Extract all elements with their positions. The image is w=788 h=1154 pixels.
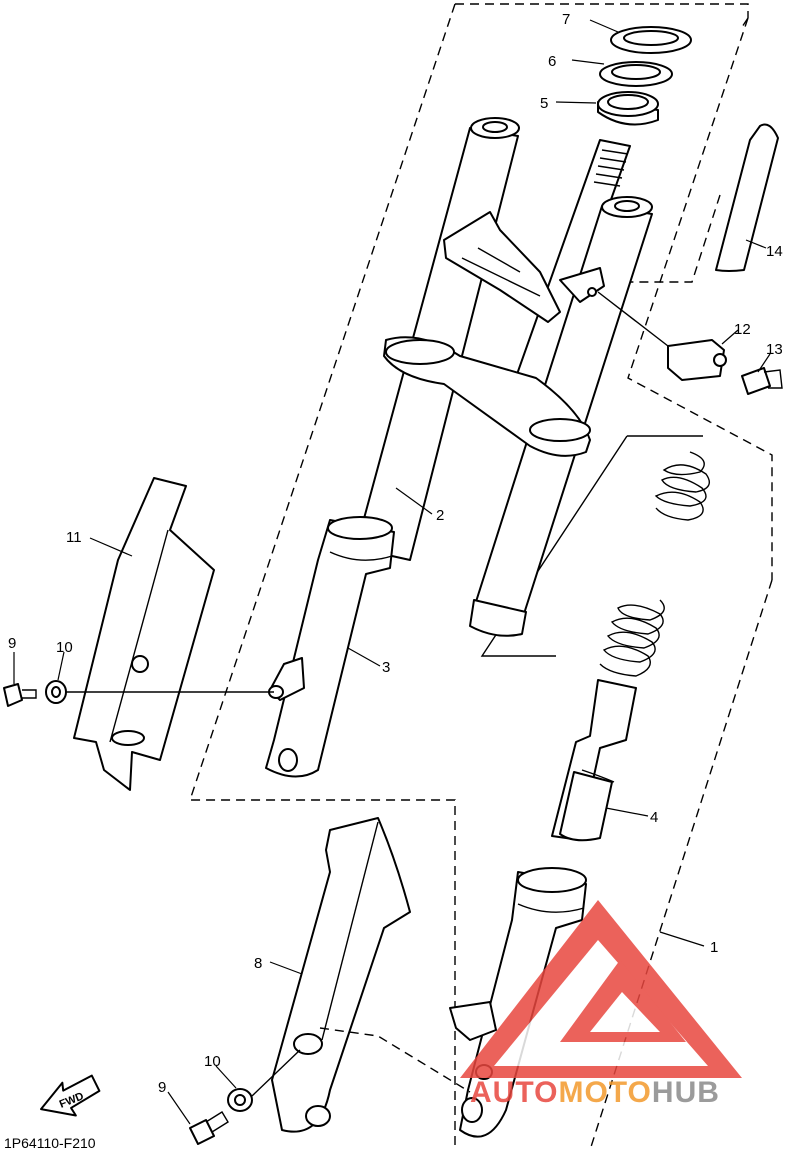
collar-10-lower — [227, 1088, 253, 1112]
callout-9-lower: 9 — [158, 1079, 166, 1096]
callout-9-upper: 9 — [8, 635, 16, 652]
inner-tube-2-left — [355, 117, 520, 561]
svg-text:AUTOMOTOHUB: AUTOMOTOHUB — [470, 1076, 720, 1109]
bolt-13 — [741, 367, 783, 395]
callout-7: 7 — [562, 11, 570, 28]
callout-4: 4 — [650, 809, 658, 826]
lower-bracket — [383, 336, 591, 457]
diagram-code: 1P64110-F210 — [4, 1135, 96, 1151]
bolt-9-lower — [189, 1111, 229, 1145]
clamp-12 — [667, 339, 727, 381]
callout-6: 6 — [548, 53, 556, 70]
watermark-suffix: HUB — [652, 1076, 720, 1109]
ring-5 — [597, 91, 659, 126]
damper-rod-4 — [551, 679, 637, 842]
callout-8: 8 — [254, 955, 262, 972]
fwd-arrow-icon: FWD — [40, 1074, 101, 1117]
upper-bracket — [443, 211, 605, 323]
callout-2: 2 — [436, 507, 444, 524]
fork-guard-11 — [73, 477, 215, 791]
bolt-9-upper — [3, 683, 37, 707]
callout-5: 5 — [540, 95, 548, 112]
reflector-14 — [715, 123, 779, 272]
callout-labels: 7 6 5 14 12 13 2 11 9 10 3 4 1 8 10 9 — [8, 11, 783, 1096]
seal-7 — [610, 26, 692, 54]
fork-spring-upper — [654, 451, 710, 521]
callout-3: 3 — [382, 659, 390, 676]
outer-tube-3 — [265, 516, 395, 778]
callout-10-lower: 10 — [204, 1053, 221, 1070]
leader-lines — [13, 19, 771, 1125]
automotohub-watermark-logo: AUTOMOTOHUB — [460, 900, 742, 1109]
callout-1: 1 — [710, 939, 718, 956]
callout-11: 11 — [66, 529, 82, 546]
fork-guard-8 — [271, 817, 411, 1133]
ring-6 — [599, 61, 673, 87]
callout-13: 13 — [766, 341, 783, 358]
watermark-middle: MOTO — [558, 1076, 651, 1109]
callout-12: 12 — [734, 321, 751, 338]
callout-14: 14 — [766, 243, 783, 260]
callout-10-upper: 10 — [56, 639, 73, 656]
watermark-prefix: AUTO — [470, 1076, 558, 1109]
collar-10-upper — [45, 680, 67, 704]
fork-spring-lower — [599, 599, 665, 677]
